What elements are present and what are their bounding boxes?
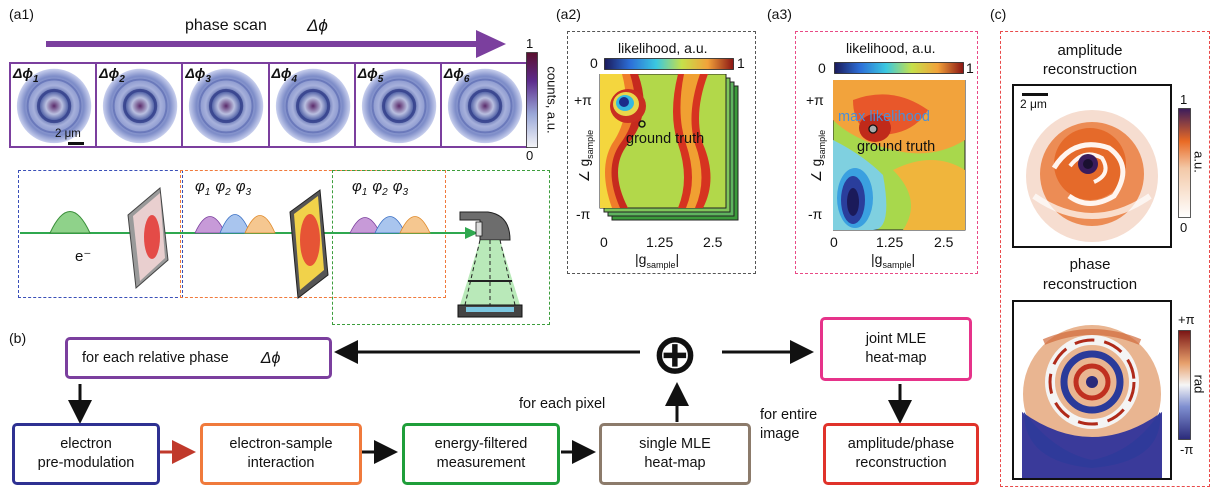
phase-frame-label: Δϕ4	[271, 65, 298, 85]
phase-frame-label: Δϕ5	[357, 65, 384, 85]
a3-max-likelihood-label: max likelihood	[838, 109, 930, 125]
amp-cbar-label: a.u.	[1191, 151, 1207, 173]
phase-frame: Δϕ2	[97, 64, 184, 146]
panel-label-c: (c)	[990, 6, 1007, 22]
phase-colorbar	[1178, 330, 1191, 440]
phase-frame: Δϕ6	[442, 64, 526, 146]
a2-colorbar	[604, 58, 734, 70]
counts-cbar-min: 0	[526, 148, 534, 163]
a2-ground-truth-label: ground truth	[626, 131, 705, 147]
amp-colorbar	[1178, 108, 1191, 218]
panel-label-a1: (a1)	[9, 6, 34, 22]
c-phase-title-1: phase	[1069, 256, 1111, 273]
panel-label-a2: (a2)	[556, 6, 581, 22]
a3-ylabel: ∠ gsample	[809, 129, 827, 183]
phase-frame: Δϕ1	[11, 64, 98, 146]
frame-strip: Δϕ1 Δϕ2 Δϕ3 Δϕ4 Δϕ5 Δϕ6	[9, 62, 528, 148]
phase-frame: Δϕ5	[356, 64, 442, 146]
a2-xtick-1: 1.25	[646, 234, 674, 250]
phase-cbar-label: rad	[1191, 374, 1207, 394]
counts-colorbar	[526, 52, 538, 148]
phase-scan-arrow	[46, 30, 506, 58]
panel-label-a3: (a3)	[767, 6, 792, 22]
a2-frame	[567, 31, 756, 274]
a2-heatmap-stack	[599, 74, 739, 221]
phase-scan-label: phase scan	[185, 17, 267, 34]
combine-oplus-icon: ⊕	[651, 322, 699, 385]
phase-frame: Δϕ4	[270, 64, 356, 146]
phase-label: φ1	[195, 178, 211, 198]
a3-xtick-0: 0	[830, 234, 838, 250]
a2-xlabel: |gsample|	[635, 251, 680, 270]
electron-label: e⁻	[75, 248, 92, 265]
c-phase-title-2: reconstruction	[1042, 276, 1138, 293]
a2-cbar-min: 0	[590, 55, 598, 71]
amp-cbar-min: 0	[1180, 220, 1188, 235]
phase-frame: Δϕ3	[183, 64, 270, 146]
a3-heatmap	[833, 80, 966, 231]
a2-ytick-top: +π	[574, 92, 592, 108]
phase-label: φ3	[392, 178, 409, 198]
phase-label: φ1	[352, 178, 368, 198]
phase-recon-image	[1012, 300, 1172, 480]
phase-frame-label: Δϕ6	[443, 65, 470, 85]
electron-setup-sketch	[20, 187, 523, 318]
a2-ylabel: ∠ gsample	[577, 129, 595, 183]
a3-frame	[795, 31, 978, 274]
a1-scale-bar	[68, 142, 84, 145]
counts-cbar-max: 1	[526, 36, 534, 51]
a3-xlabel: |gsample|	[871, 251, 916, 270]
measurement-region	[332, 170, 550, 325]
a2-cbar-title: likelihood, a.u.	[618, 40, 708, 56]
c-frame	[1000, 31, 1210, 487]
a3-ytick-bottom: -π	[808, 206, 823, 222]
phase-label: φ2	[372, 178, 388, 198]
a3-cbar-min: 0	[818, 60, 826, 76]
a2-xtick-2: 2.5	[703, 234, 723, 250]
amp-cbar-max: 1	[1180, 92, 1188, 107]
a3-ytick-top: +π	[806, 92, 824, 108]
a1-scale-bar-label: 2 μm	[55, 128, 81, 140]
phase-label: φ3	[235, 178, 252, 198]
c-scale-bar-label: 2 μm	[1020, 97, 1047, 111]
phase-frame-label: Δϕ2	[99, 65, 125, 85]
a2-ytick-bottom: -π	[576, 206, 591, 222]
counts-cbar-label: counts, a.u.	[544, 66, 560, 134]
phase-frame-label: Δϕ3	[185, 65, 211, 85]
phase-cbar-min: -π	[1180, 442, 1194, 457]
phase-frame-label: Δϕ1	[13, 65, 39, 85]
for-each-phase-box: for each relative phase Δϕ	[65, 337, 332, 379]
phase-cbar-max: +π	[1178, 312, 1195, 327]
c-amp-title-2: reconstruction	[1042, 61, 1138, 78]
a2-cbar-max: 1	[737, 55, 745, 71]
a3-ground-truth-label: ground truth	[857, 139, 936, 155]
a2-xtick-0: 0	[600, 234, 608, 250]
panel-label-b: (b)	[9, 330, 27, 346]
a3-cbar-title: likelihood, a.u.	[846, 40, 936, 56]
phase-scan-symbol: Δϕ	[307, 16, 328, 35]
a3-xtick-2: 2.5	[934, 234, 954, 250]
a3-cbar-max: 1	[966, 60, 974, 76]
phase-label: φ2	[215, 178, 231, 198]
c-amp-title-1: amplitude	[1057, 42, 1123, 59]
a3-colorbar	[834, 62, 964, 74]
amp-recon-image	[1012, 84, 1172, 248]
a3-xtick-1: 1.25	[876, 234, 904, 250]
c-scale-bar	[1022, 93, 1048, 96]
for-each-pixel-label: for each pixel	[519, 396, 606, 412]
flowchart-arrows	[68, 340, 912, 464]
